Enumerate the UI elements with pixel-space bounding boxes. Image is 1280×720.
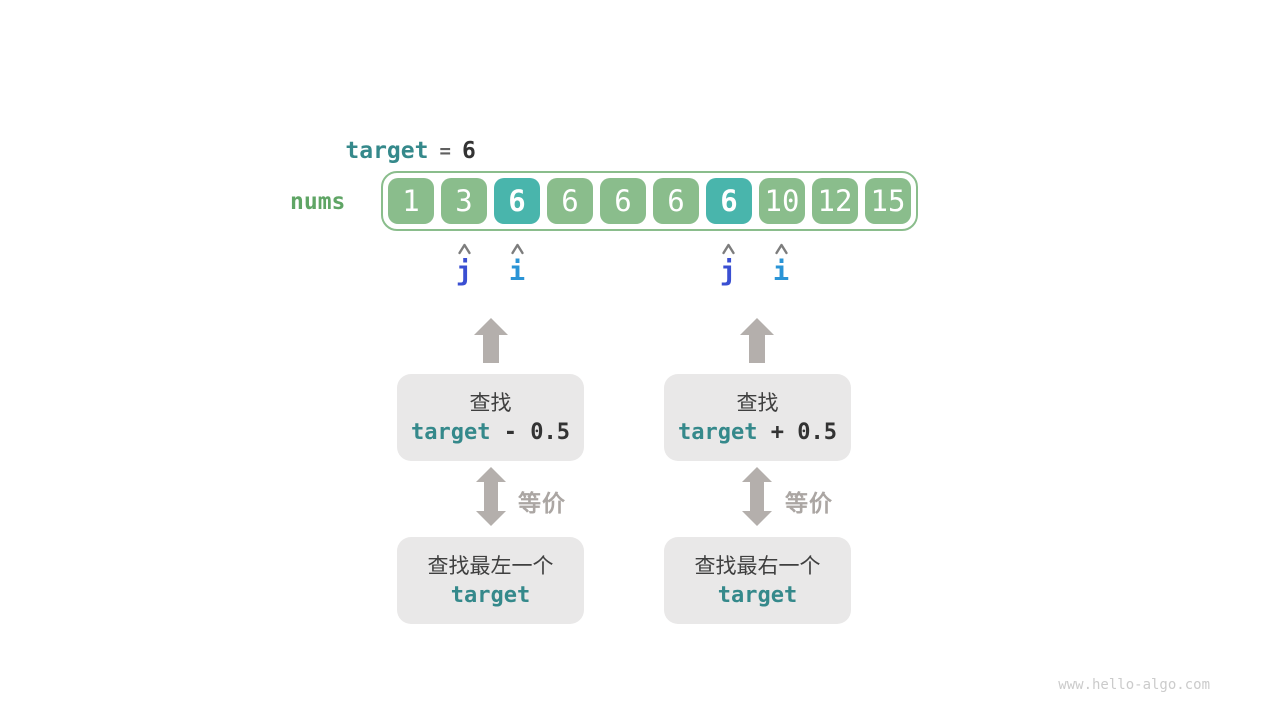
- target-keyword: target: [717, 582, 798, 608]
- target-expression: target = 6: [290, 112, 476, 190]
- target-keyword: target: [411, 419, 491, 445]
- box-caption: 查找: [469, 390, 512, 415]
- pointer-label: i: [772, 256, 790, 287]
- watermark: www.hello-algo.com: [1058, 677, 1210, 693]
- pointer-label: i: [508, 256, 526, 287]
- equals-sign: =: [439, 140, 451, 162]
- code-expression: target: [718, 582, 797, 609]
- array-cell: 10: [759, 178, 805, 224]
- caret-up-icon: [457, 243, 471, 255]
- array-cell: 3: [441, 178, 487, 224]
- equivalence-label: 等价: [785, 491, 833, 517]
- pointer-i-left: i: [502, 243, 532, 288]
- pointer-label: j: [719, 256, 737, 287]
- operator-text: - 0.5: [490, 419, 570, 445]
- equivalence-label: 等价: [518, 491, 566, 517]
- code-expression: target - 0.5: [411, 419, 570, 446]
- array-cell: 1: [388, 178, 434, 224]
- box-caption: 查找: [736, 390, 779, 415]
- caret-up-icon: [510, 243, 524, 255]
- array-cell: 6: [547, 178, 593, 224]
- nums-array: 1 3 6 6 6 6 6 10 12 15: [381, 171, 918, 231]
- pointer-j-right: j: [713, 243, 743, 288]
- target-keyword: target: [678, 419, 758, 445]
- double-arrow-icon: [476, 467, 506, 526]
- pointer-j-left: j: [449, 243, 479, 288]
- search-box-left-bottom: 查找最左一个 target: [397, 537, 584, 624]
- array-cell: 15: [865, 178, 911, 224]
- caret-up-icon: [721, 243, 735, 255]
- array-cell-highlighted: 6: [494, 178, 540, 224]
- search-box-right-bottom: 查找最右一个 target: [664, 537, 851, 624]
- array-cell: 12: [812, 178, 858, 224]
- search-box-left-top: 查找 target - 0.5: [397, 374, 584, 461]
- code-expression: target + 0.5: [678, 419, 837, 446]
- caret-up-icon: [774, 243, 788, 255]
- array-cell: 6: [600, 178, 646, 224]
- operator-text: + 0.5: [757, 419, 837, 445]
- array-cell-highlighted: 6: [706, 178, 752, 224]
- target-keyword: target: [450, 582, 531, 608]
- target-value: 6: [461, 138, 476, 164]
- double-arrow-icon: [742, 467, 772, 526]
- array-cell: 6: [653, 178, 699, 224]
- pointer-label: j: [455, 256, 473, 287]
- up-arrow-icon: [740, 318, 774, 363]
- pointer-i-right: i: [766, 243, 796, 288]
- box-caption: 查找最左一个: [427, 553, 554, 578]
- target-keyword: target: [345, 138, 429, 164]
- up-arrow-icon: [474, 318, 508, 363]
- search-box-right-top: 查找 target + 0.5: [664, 374, 851, 461]
- box-caption: 查找最右一个: [694, 553, 821, 578]
- code-expression: target: [451, 582, 530, 609]
- nums-label: nums: [290, 189, 346, 215]
